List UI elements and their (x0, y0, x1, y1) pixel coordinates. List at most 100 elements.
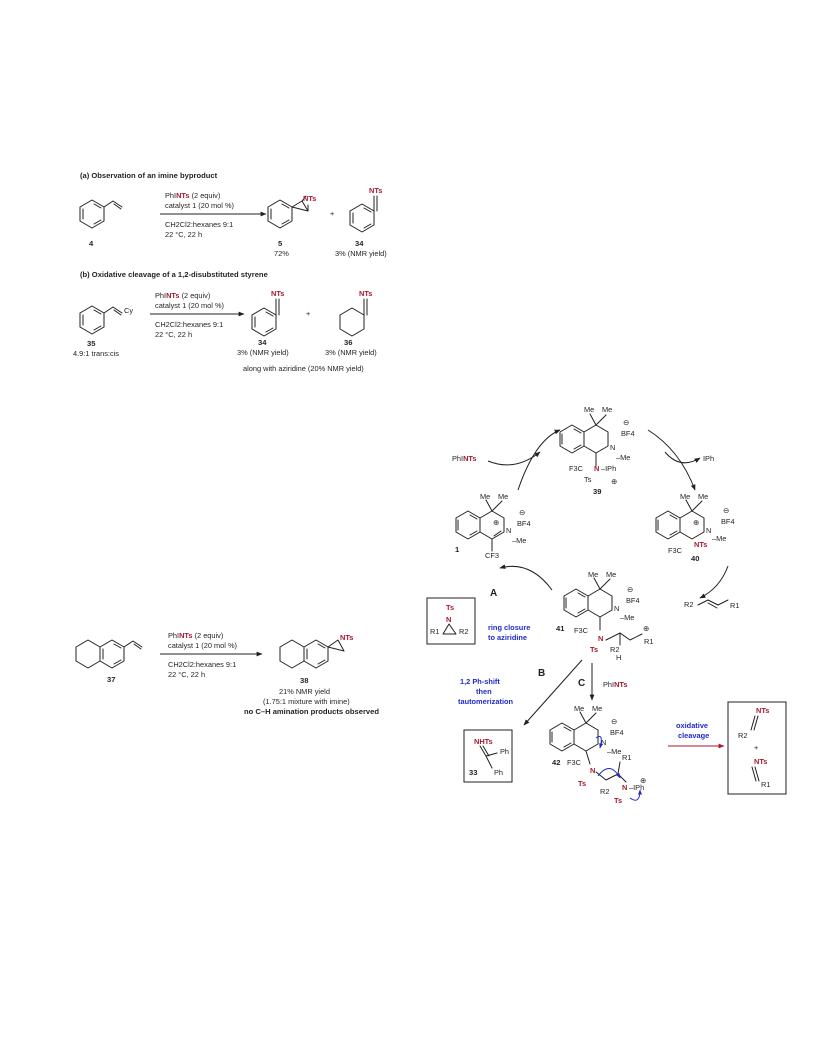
cond-a-3: CH2Cl2:hexanes 9:1 (165, 220, 233, 229)
r1-label: R1 (622, 753, 631, 762)
ph-label: Ph (500, 747, 509, 756)
nhts-label: NHTs (474, 737, 493, 746)
compound-33-label: 33 (469, 768, 477, 777)
minus-charge: ⊖ (519, 508, 525, 517)
compound-39-label: 39 (593, 487, 601, 496)
yield-36: 3% (NMR yield) (325, 348, 377, 357)
r2-label: R2 (600, 787, 609, 796)
cycle-arrow-40-41 (699, 565, 729, 599)
cond-c-2: catalyst 1 (20 mol %) (168, 641, 237, 650)
me-label: Me (588, 570, 598, 579)
imine-double-bond (753, 715, 759, 731)
compound-5-label: 5 (278, 239, 283, 248)
me-label: –Me (620, 613, 634, 622)
ts-label: Ts (614, 796, 622, 805)
cycle-arrow-39-40 (647, 429, 696, 491)
nts-label: NTs (271, 289, 284, 298)
plus-sign: + (754, 743, 758, 752)
imine-double-bond (750, 715, 756, 731)
bf4-label: BF4 (610, 728, 624, 737)
r1-label: R1 (430, 627, 439, 636)
nts-label: NTs (340, 633, 353, 642)
bf4-label: BF4 (626, 596, 640, 605)
intermediate-41-structure (563, 577, 643, 646)
cond-a-1: PhINTs (2 equiv) (165, 191, 220, 200)
cond-b-4: 22 °C, 22 h (155, 330, 192, 339)
panel-b: (b) Oxidative cleavage of a 1,2-disubsti… (73, 270, 377, 373)
iph-label: –IPh (629, 783, 644, 792)
path-b-text-2: then (476, 687, 492, 696)
ts-label: Ts (578, 779, 586, 788)
panel-a-heading: (a) Observation of an imine byproduct (80, 171, 218, 180)
path-c-label: C (578, 678, 585, 689)
imine-double-bond (754, 766, 760, 782)
styrene-4-structure (79, 199, 123, 229)
imine-34-structure (349, 195, 378, 233)
nts-label: NTs (754, 757, 767, 766)
bf4-label: BF4 (517, 519, 531, 528)
minus-charge: ⊖ (611, 717, 617, 726)
nts-label: NTs (756, 706, 769, 715)
n-label: N (598, 634, 603, 643)
yield-34: 3% (NMR yield) (335, 249, 387, 258)
compound-35-label: 35 (87, 339, 96, 348)
electron-push-arrow (597, 768, 621, 779)
imine-36-structure (339, 298, 368, 337)
r2-label: R2 (738, 731, 747, 740)
me-label: –Me (512, 536, 526, 545)
electron-push-arrow (629, 789, 642, 801)
cycle-arrow-1-39 (517, 429, 561, 491)
plus-sign: + (306, 309, 310, 318)
enamine-double-bond (482, 745, 490, 757)
n-label: N (622, 783, 627, 792)
me-label: –Me (607, 747, 621, 756)
aziridine-5-structure (267, 195, 309, 229)
minus-charge: ⊖ (623, 418, 629, 427)
r2-label: R2 (610, 645, 619, 654)
cond-b-3: CH2Cl2:hexanes 9:1 (155, 320, 223, 329)
minus-charge: ⊖ (627, 585, 633, 594)
panel-c: 37 PhINTs (2 equiv) catalyst 1 (20 mol %… (75, 631, 379, 716)
iph-label: –IPh (601, 464, 616, 473)
me-label: Me (498, 492, 508, 501)
me-label: –Me (616, 453, 630, 462)
plus-charge: ⊕ (611, 477, 617, 486)
n-label: N (506, 526, 511, 535)
ratio-35: 4.9:1 trans:cis (73, 349, 119, 358)
cond-c-4: 22 °C, 22 h (168, 670, 205, 679)
phints-reagent: PhINTs (452, 454, 477, 463)
plus-charge: ⊕ (640, 776, 646, 785)
path-a-text-1: ring closure (488, 623, 530, 632)
phints-in-arrow (487, 451, 541, 466)
cy-label: Cy (124, 306, 133, 315)
no-ch-amination-note: no C–H amination products observed (244, 707, 379, 716)
ts-label: Ts (584, 475, 592, 484)
bf4-label: BF4 (621, 429, 635, 438)
nts-label: NTs (303, 194, 316, 203)
me-label: Me (602, 405, 612, 414)
plus-charge: ⊕ (643, 624, 649, 633)
ph-label: Ph (494, 768, 503, 777)
imine-double-bond (751, 766, 757, 782)
imine-products-box (727, 701, 787, 795)
compound-42-label: 42 (552, 758, 560, 767)
plus-charge: ⊕ (493, 518, 499, 527)
compound-1-label: 1 (455, 545, 460, 554)
me-label: Me (680, 492, 690, 501)
n-label: N (614, 604, 619, 613)
iph-out-arrow (664, 451, 701, 464)
ints-highlight: NTs (166, 291, 179, 300)
n-label: N (594, 464, 599, 473)
n-label: N (590, 766, 595, 775)
styrene-35-structure (79, 305, 123, 335)
nts-label: NTs (369, 186, 382, 195)
me-label: Me (584, 405, 594, 414)
path-b-label: B (538, 668, 545, 679)
f3c-label: F3C (574, 626, 589, 635)
ox-cleavage-text-1: oxidative (676, 721, 708, 730)
cond-b-2: catalyst 1 (20 mol %) (155, 301, 224, 310)
me-label: Me (574, 704, 584, 713)
compound-34-label: 34 (258, 338, 267, 347)
catalyst-1-structure (455, 499, 505, 552)
